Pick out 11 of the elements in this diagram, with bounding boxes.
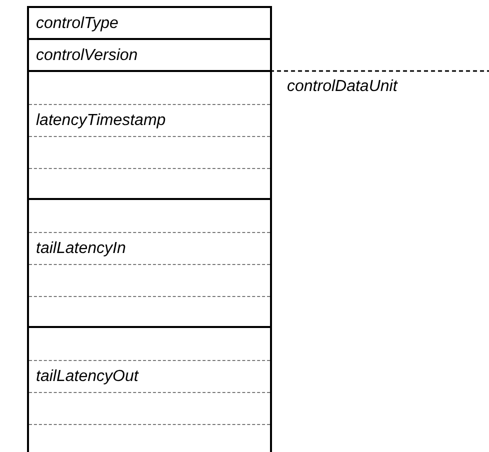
field-name: tailLatencyIn — [36, 240, 126, 258]
field-name: controlVersion — [36, 47, 138, 65]
field-name: tailLatencyOut — [36, 368, 138, 386]
field-row — [27, 38, 272, 71]
field-name: latencyTimestamp — [36, 112, 166, 130]
field-row — [27, 326, 272, 452]
section-label: controlDataUnit — [287, 78, 398, 96]
field-name: controlType — [36, 15, 118, 33]
field-row — [27, 198, 272, 327]
field-row — [27, 70, 272, 199]
field-row — [27, 6, 272, 39]
